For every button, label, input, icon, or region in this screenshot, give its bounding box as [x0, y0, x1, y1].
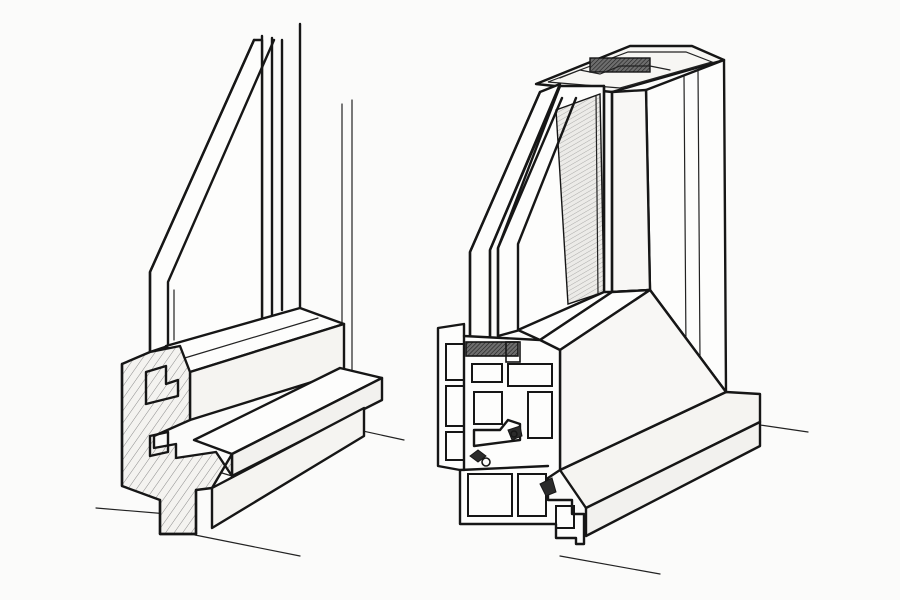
pvc-frame-jamb	[610, 58, 728, 394]
wood-glass-pane	[148, 38, 276, 354]
pvc-glass-units	[468, 82, 614, 348]
pvc-cross-section	[436, 322, 586, 546]
wood-cross-section	[120, 344, 234, 536]
wooden-window-profile	[95, 22, 405, 557]
pvc-window-profile	[436, 44, 809, 575]
pvc-frame-top	[534, 44, 726, 94]
ground-lines-right	[559, 424, 809, 575]
